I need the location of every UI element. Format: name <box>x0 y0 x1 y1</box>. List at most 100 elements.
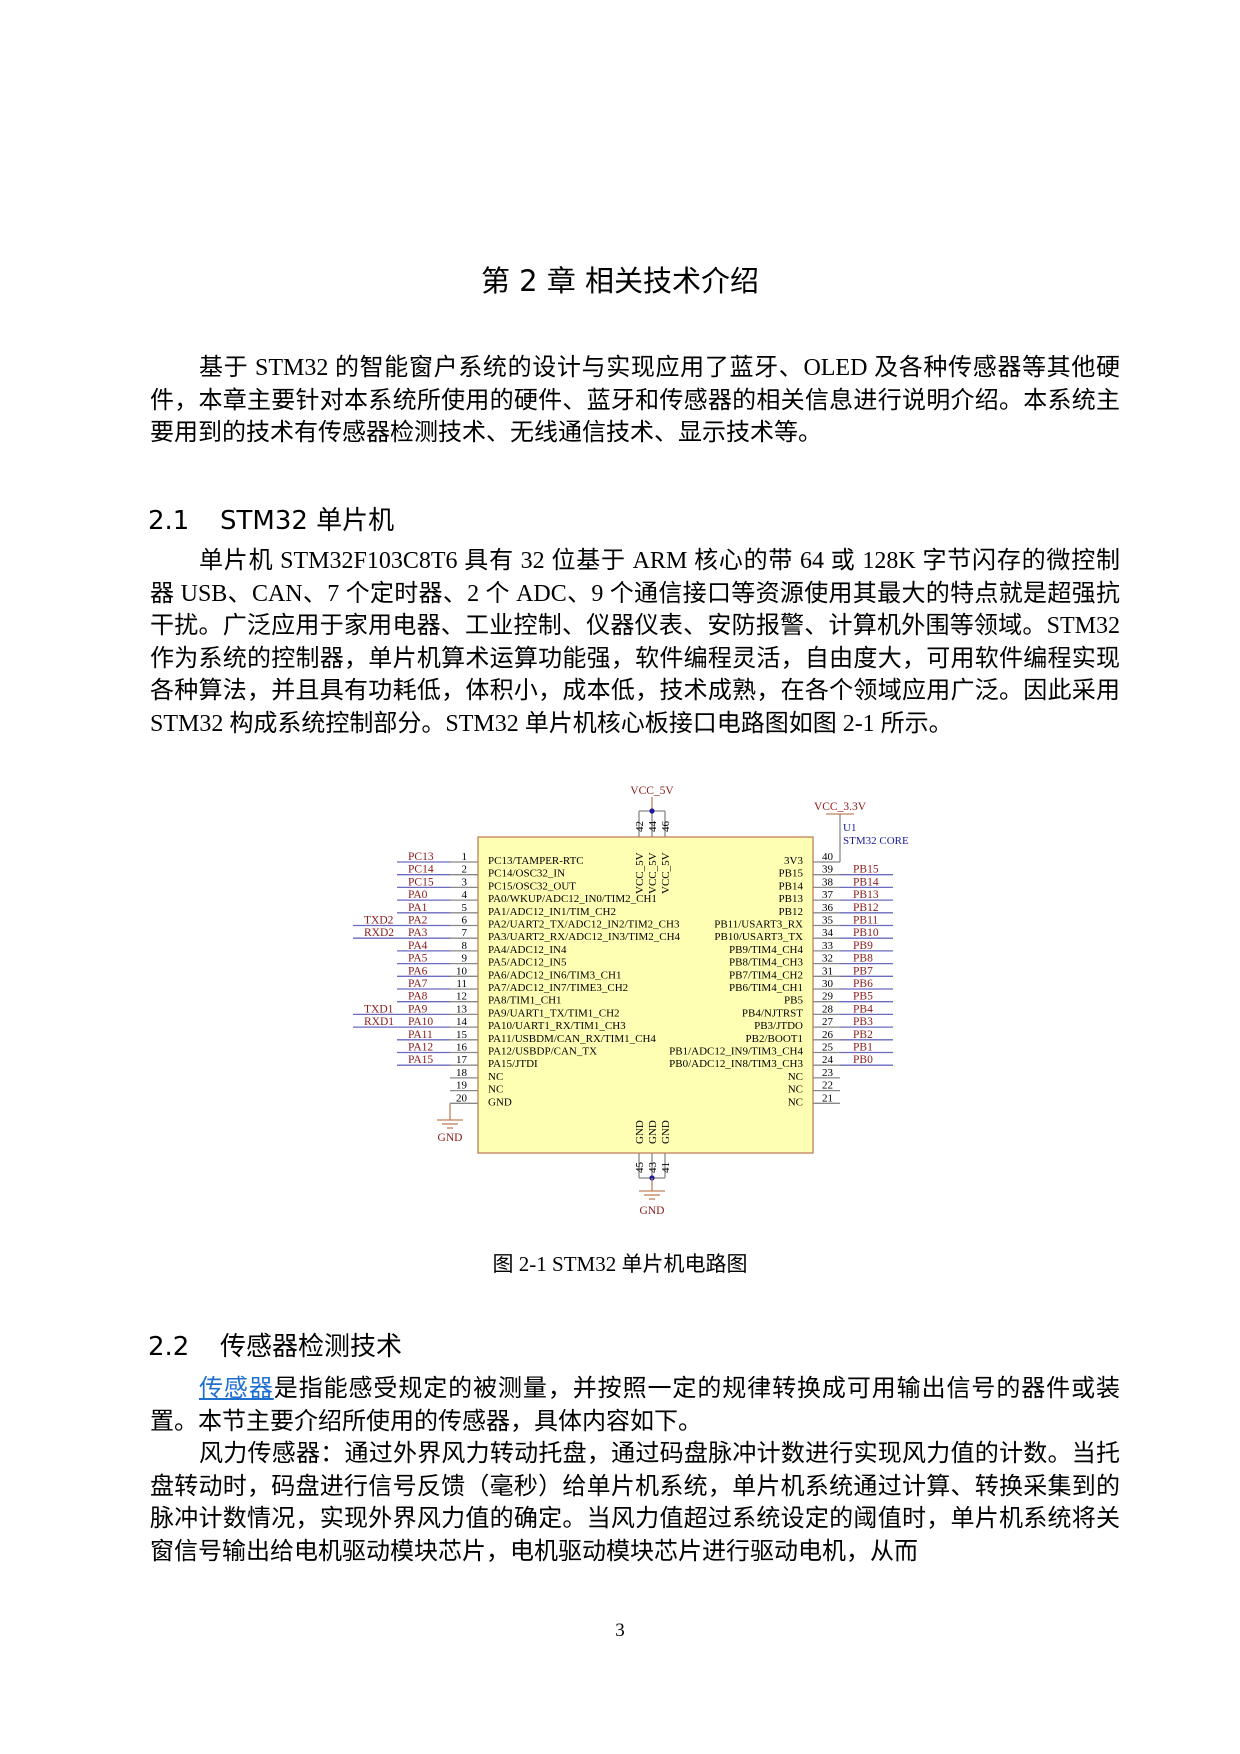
net-label-external: TXD2 <box>364 915 394 927</box>
sensor-intro: 传感器是指能感受规定的被测量，并按照一定的规律转换成可用输出信号的器件或装置。本… <box>150 1373 1120 1438</box>
pin-function-label: PB2/BOOT1 <box>746 1033 803 1045</box>
pin-function-label: PC15/OSC32_OUT <box>488 880 576 892</box>
pin-function-label: NC <box>488 1071 503 1083</box>
figure-caption: 图 2-1 STM32 单片机电路图 <box>492 1252 748 1276</box>
net-label: PA2 <box>408 915 428 927</box>
net-label: PC14 <box>408 864 434 876</box>
pin-function-label: PA12/USBDP/CAN_TX <box>488 1046 597 1058</box>
pin-number: 28 <box>822 1003 834 1015</box>
sensor-paragraphs: 传感器是指能感受规定的被测量，并按照一定的规律转换成可用输出信号的器件或装置。本… <box>150 1373 1120 1568</box>
pin-function-label: PA3/UART2_RX/ADC12_IN3/TIM2_CH4 <box>488 931 681 943</box>
sensor-link[interactable]: 传感器 <box>199 1376 274 1402</box>
pin-number: 37 <box>822 889 834 901</box>
pin-number: 3 <box>462 876 468 888</box>
pin-function-label: PC13/TAMPER-RTC <box>488 855 584 867</box>
pin-function-label: PA4/ADC12_IN4 <box>488 944 567 956</box>
pin-function-label: PC14/OSC32_IN <box>488 868 565 880</box>
pin-number: 34 <box>822 927 834 939</box>
net-label: PA1 <box>408 902 428 914</box>
pin-function-label: GND <box>660 1120 672 1144</box>
pin-function-label: PA0/WKUP/ADC12_IN0/TIM2_CH1 <box>488 893 657 905</box>
pin-function-label: PA5/ADC12_IN5 <box>488 957 567 969</box>
net-label: PA10 <box>408 1016 433 1028</box>
net-label: PB5 <box>853 991 873 1003</box>
pin-function-label: PB8/TIM4_CH3 <box>729 957 803 969</box>
sensor-intro-text: 是指能感受规定的被测量，并按照一定的规律转换成可用输出信号的器件或装置。本节主要… <box>150 1376 1120 1435</box>
net-label-external: RXD1 <box>364 1016 394 1028</box>
pin-function-label: PA1/ADC12_IN1/TIM_CH2 <box>488 906 616 918</box>
net-label: PB4 <box>853 1003 873 1015</box>
pin-number: 16 <box>456 1042 468 1054</box>
pin-number: 26 <box>822 1029 834 1041</box>
pin-number: 38 <box>822 876 834 888</box>
pin-number: 31 <box>822 965 833 977</box>
pin-function-label: PB15 <box>779 868 804 880</box>
pin-function-label: NC <box>788 1096 803 1108</box>
pin-function-label: PA8/TIM1_CH1 <box>488 995 562 1007</box>
pin-function-label: PB5 <box>784 995 803 1007</box>
section-number: 2.2 <box>148 1332 190 1362</box>
pin-function-label: GND <box>488 1096 512 1108</box>
pin-number: 45 <box>634 1162 646 1174</box>
net-label: PB15 <box>853 864 879 876</box>
net-label: PA0 <box>408 889 428 901</box>
net-label: PB14 <box>853 876 879 888</box>
section-number: 2.1 <box>148 506 190 536</box>
pin-function-label: PA10/UART1_RX/TIM1_CH3 <box>488 1020 626 1032</box>
net-label: PA11 <box>408 1029 433 1041</box>
ground-label: GND <box>640 1205 665 1217</box>
net-label: PA6 <box>408 965 428 977</box>
section-title: 传感器检测技术 <box>220 1332 403 1362</box>
pin-number: 39 <box>822 864 834 876</box>
pin-number: 23 <box>822 1067 834 1079</box>
pin-number: 33 <box>822 940 834 952</box>
pin-function-label: PB14 <box>779 880 804 892</box>
vcc-3v3-label: VCC_3.3V <box>814 801 867 813</box>
pin-function-label: PA9/UART1_TX/TIM1_CH2 <box>488 1007 620 1019</box>
pin-function-label: GND <box>647 1120 659 1144</box>
pin-number: 9 <box>462 953 468 965</box>
pin-number: 2 <box>462 864 468 876</box>
stm32-text: 单片机 STM32F103C8T6 具有 32 位基于 ARM 核心的带 64 … <box>150 548 1120 737</box>
pin-function-label: PA2/UART2_TX/ADC12_IN2/TIM2_CH3 <box>488 919 680 931</box>
net-label: PB2 <box>853 1029 873 1041</box>
pin-number: 43 <box>647 1162 659 1174</box>
ground-label: GND <box>438 1132 463 1144</box>
pin-number: 12 <box>456 991 467 1003</box>
pin-number: 21 <box>822 1092 833 1104</box>
net-label-external: TXD1 <box>364 1003 394 1015</box>
junction-dot <box>649 808 655 814</box>
net-label: PB8 <box>853 953 873 965</box>
pin-function-label: PA15/JTDI <box>488 1058 538 1070</box>
pin-number: 30 <box>822 978 834 990</box>
pin-number: 4 <box>462 889 468 901</box>
net-label: PB7 <box>853 965 873 977</box>
section-title: STM32 单片机 <box>220 506 395 536</box>
pin-function-label: NC <box>788 1071 803 1083</box>
section-heading-2-2: 2.2 传感器检测技术 <box>148 1326 402 1363</box>
component-name: STM32 CORE <box>843 835 909 847</box>
chapter-title: 第 2 章 相关技术介绍 <box>480 264 760 298</box>
pin-number: 27 <box>822 1016 834 1028</box>
pin-number: 42 <box>634 821 646 832</box>
net-label: PB0 <box>853 1054 873 1066</box>
net-label: PB3 <box>853 1016 873 1028</box>
pin-function-label: NC <box>788 1084 803 1096</box>
pin-function-label: PB9/TIM4_CH4 <box>729 944 803 956</box>
pin-function-label: GND <box>634 1120 646 1144</box>
component-ref: U1 <box>843 822 856 834</box>
pin-number: 14 <box>456 1016 468 1028</box>
pin-number: 20 <box>456 1092 468 1104</box>
net-label: PB10 <box>853 927 879 939</box>
pin-number: 7 <box>462 927 468 939</box>
pin-function-label: PA11/USBDM/CAN_RX/TIM1_CH4 <box>488 1033 656 1045</box>
net-label: PB6 <box>853 978 873 990</box>
stm32-paragraph: 单片机 STM32F103C8T6 具有 32 位基于 ARM 核心的带 64 … <box>150 545 1120 740</box>
pin-function-label: PB6/TIM4_CH1 <box>729 982 803 994</box>
pin-number: 44 <box>647 821 659 833</box>
net-label: PC15 <box>408 876 434 888</box>
pin-function-label: VCC_5V <box>647 852 659 894</box>
page-number: 3 <box>615 1620 625 1641</box>
net-label: PA9 <box>408 1003 428 1015</box>
